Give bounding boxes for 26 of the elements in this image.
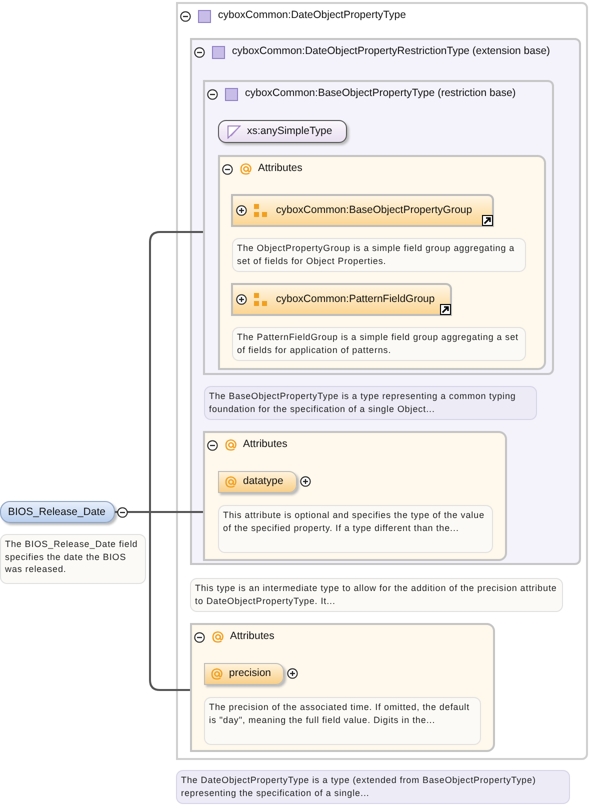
attribute-name: datatype: [243, 475, 284, 487]
description-note: The BaseObjectPropertyType is a type representing a common typing foundation for the specification of a single Object...: [204, 386, 537, 420]
description-note: This type is an intermediate type to allow for the addition of the precision attribute to DateObjectPropertyType. It...: [190, 578, 563, 612]
group-name: cyboxCommon:BaseObjectPropertyGroup: [276, 204, 472, 216]
description-note: This attribute is optional and specifies the type of the value of the specified property. If a type different than the...: [218, 505, 493, 553]
description-note: The PatternFieldGroup is a simple field group aggregating a set of fields for application of patterns.: [232, 327, 526, 361]
description-note: The ObjectPropertyGroup is a simple field group aggregating a set of fields for Object Properties.: [232, 238, 526, 272]
attribute-box: [204, 663, 284, 685]
attribute-group-box: [231, 194, 494, 227]
type-name: cyboxCommon:DateObjectPropertyRestrictionType (extension base): [232, 45, 550, 57]
description-note: The DateObjectPropertyType is a type (extended from BaseObjectPropertyType) representing the specification of a single...: [176, 770, 570, 804]
simple-type-box: [218, 120, 347, 143]
description-note: The BIOS_Release_Date field specifies the date the BIOS was released.: [0, 534, 146, 584]
description-note: The precision of the associated time. If omitted, the default is "day", meaning the full field value. Digits in the...: [204, 697, 481, 745]
element-name: BIOS_Release_Date: [8, 506, 106, 518]
attribute-name: precision: [229, 667, 272, 679]
type-name: xs:anySimpleType: [247, 125, 332, 137]
section-title: Attributes: [258, 162, 302, 174]
type-name: cyboxCommon:DateObjectPropertyType: [218, 9, 406, 21]
group-name: cyboxCommon:PatternFieldGroup: [276, 293, 435, 305]
attribute-group-box: [231, 283, 452, 316]
section-title: Attributes: [230, 630, 274, 642]
section-title: Attributes: [243, 438, 288, 450]
element-box: [0, 501, 115, 523]
type-name: cyboxCommon:BaseObjectPropertyType (restriction base): [245, 87, 516, 99]
attribute-box: [218, 471, 297, 493]
